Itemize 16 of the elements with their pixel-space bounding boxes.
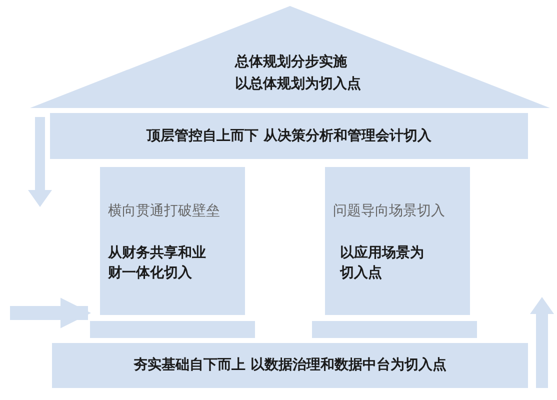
pillar-base xyxy=(312,321,477,338)
roof-triangle xyxy=(30,6,550,108)
bar-box xyxy=(50,113,528,159)
box-text: 总体规划分步实施 xyxy=(235,52,348,72)
arrow xyxy=(10,298,92,328)
pillar-box xyxy=(100,167,245,315)
box-text: 夯实基础自下而上 以数据治理和数据中台为切入点 xyxy=(132,356,448,375)
box-text: 从财务共享和业财一体化切入 xyxy=(108,244,207,283)
bar-box xyxy=(52,343,528,388)
box-text: 顶层管控自上而下 从决策分析和管理会计切入 xyxy=(145,127,432,146)
box-text: 以总体规划为切入点 xyxy=(235,75,362,94)
pillar-box xyxy=(325,167,470,315)
box-text: 以应用场景为切入点 xyxy=(340,244,425,283)
pillar-heading: 问题导向场景切入 xyxy=(333,202,446,221)
pillar-base xyxy=(90,321,255,338)
pillar-heading: 横向贯通打破壁垒 xyxy=(108,202,221,221)
